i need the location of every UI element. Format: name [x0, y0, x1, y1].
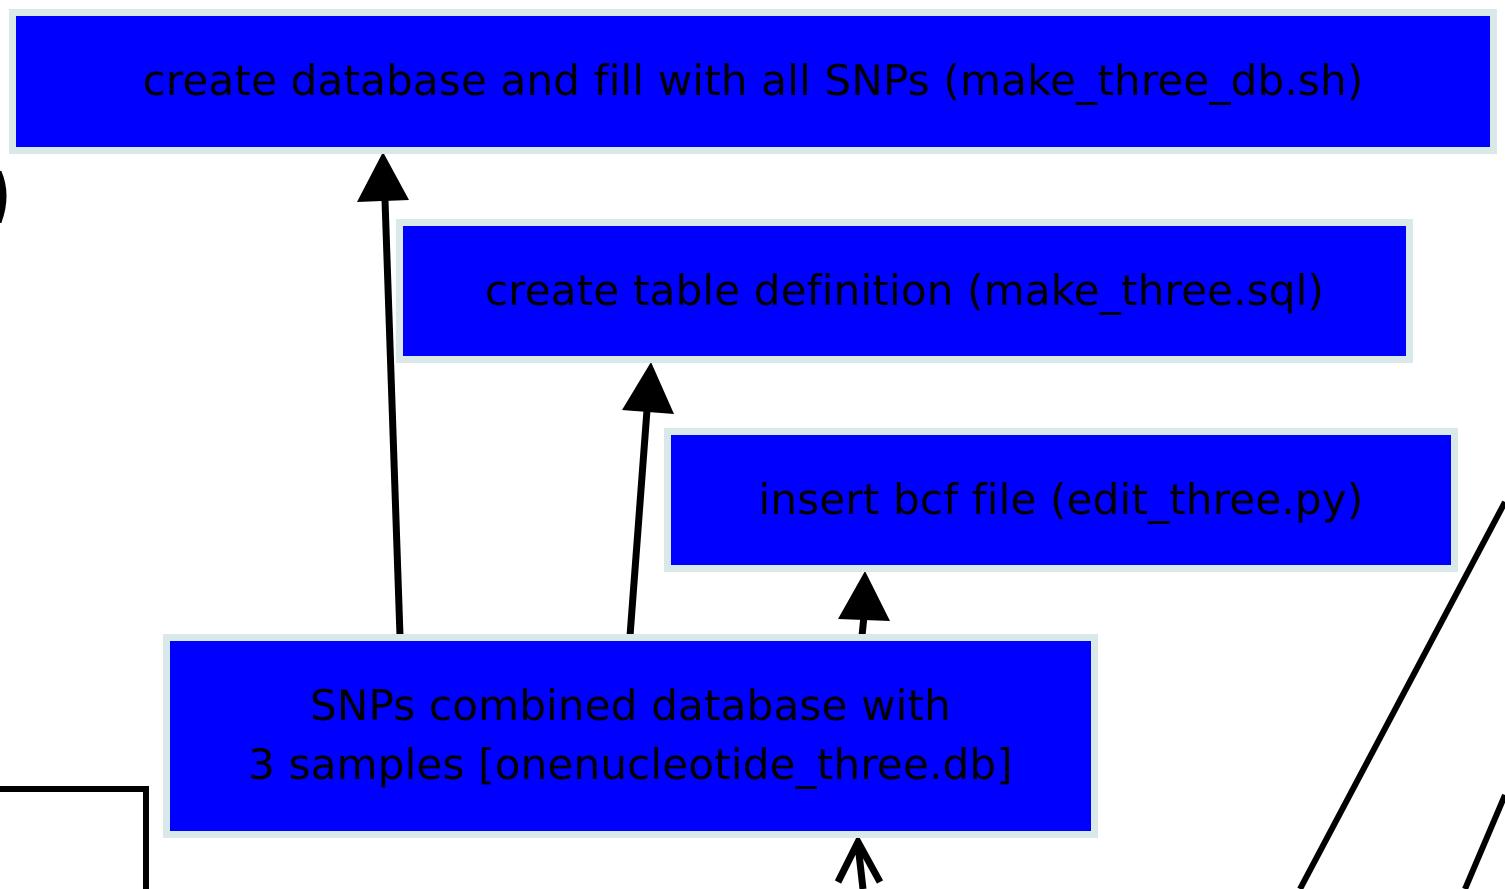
node-insert-bcf-file[interactable]: insert bcf file (edit_three.py)	[664, 428, 1458, 572]
node-snps-combined-database[interactable]: SNPs combined database with 3 samples [o…	[163, 634, 1098, 838]
node-create-database[interactable]: create database and fill with all SNPs (…	[9, 9, 1497, 154]
arrowhead-make-db	[357, 152, 409, 202]
diagonal-line-right-2	[1462, 793, 1505, 889]
partial-curve-left	[0, 170, 7, 224]
arrowhead-insert-bcf	[838, 571, 890, 621]
arrowhead-table-def	[622, 362, 674, 414]
incoming-open-arrowhead	[834, 834, 884, 884]
edge-combined-to-table-def	[626, 409, 651, 637]
incoming-edge-bottom	[854, 844, 867, 889]
elbow-connector-left	[0, 786, 149, 889]
node-create-table-definition[interactable]: create table definition (make_three.sql)	[396, 219, 1413, 363]
edge-combined-to-make-db	[381, 199, 404, 637]
diagonal-line-right-1	[1297, 500, 1505, 889]
